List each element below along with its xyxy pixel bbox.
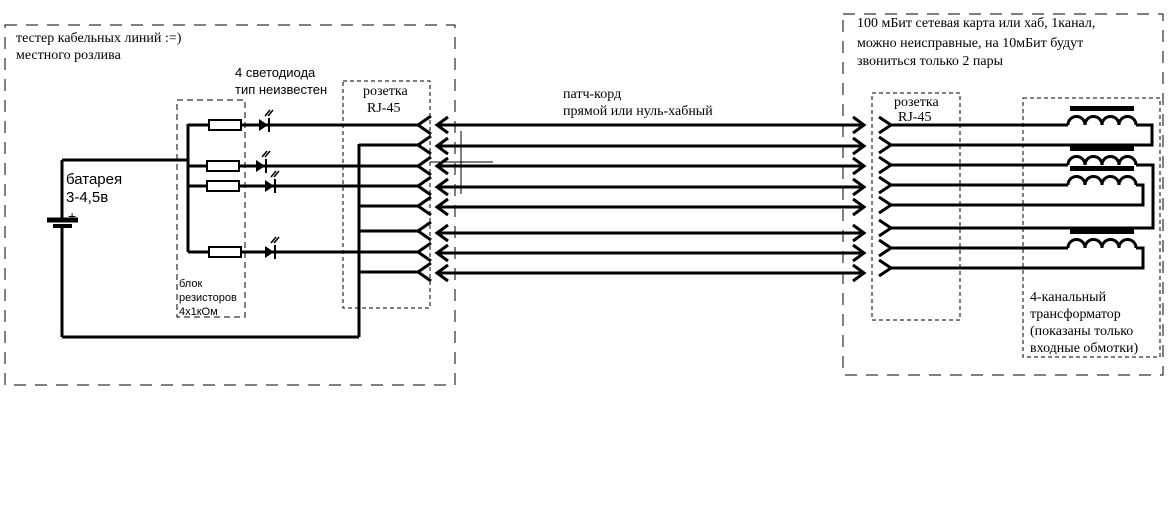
battery-label-1: батарея	[66, 171, 123, 188]
transformer-label-3: (показаны только	[1030, 324, 1134, 339]
transformer-core	[1070, 229, 1134, 234]
arrowhead-left-icon	[434, 136, 449, 156]
battery-label-2: 3-4,5в	[66, 189, 109, 206]
transformer-box	[1022, 97, 1161, 358]
battery-plus: +	[68, 208, 77, 224]
leds-label-1: 4 светодиода	[235, 65, 316, 80]
led-light-ray	[261, 150, 268, 158]
arrowhead-left-icon	[434, 263, 449, 283]
led-light-ray	[273, 236, 280, 244]
resistor	[208, 246, 242, 258]
device-enclosure	[842, 13, 1164, 376]
resistors-label-2: резисторов	[179, 292, 237, 304]
socket-contact-chevron	[415, 195, 432, 217]
arrowhead-left-icon	[434, 115, 449, 135]
transformer-label-2: трансформатор	[1030, 307, 1121, 322]
socket-contact-chevron	[878, 258, 894, 278]
socket-contact-chevron	[878, 195, 894, 215]
transformer-core	[1070, 106, 1134, 111]
socket-contact-chevron	[415, 134, 432, 156]
patch-cord-label-1: патч-корд	[563, 87, 622, 102]
resistor-block	[176, 99, 246, 318]
resistor	[206, 160, 240, 172]
coil-1	[1066, 115, 1138, 126]
winding-return	[1068, 246, 1145, 270]
winding-return	[1068, 163, 1155, 230]
arrowhead-left-icon	[434, 243, 449, 263]
transformer-core	[1070, 166, 1134, 171]
led-light-ray	[264, 109, 271, 117]
socket-contact-chevron	[415, 175, 432, 197]
arrowhead-right-icon	[852, 243, 867, 263]
tester-title-2: местного розлива	[16, 48, 121, 63]
tester-socket-label-1: розетка	[363, 84, 408, 99]
socket-contact-chevron	[878, 115, 894, 135]
coil-4	[1066, 238, 1138, 249]
device-socket-label-2: RJ-45	[898, 110, 932, 125]
device-title-3: звониться только 2 пары	[857, 54, 1004, 69]
tester-title-1: тестер кабельных линий :=)	[16, 31, 182, 46]
device-title-1: 100 мБит сетевая карта или хаб, 1канал,	[857, 16, 1096, 31]
tester-socket-label-2: RJ-45	[367, 101, 401, 116]
arrowhead-right-icon	[852, 263, 867, 283]
arrowhead-right-icon	[852, 177, 867, 197]
arrowhead-right-icon	[852, 197, 867, 217]
socket-contact-chevron	[415, 220, 432, 242]
device-socket-label-1: розетка	[894, 95, 939, 110]
resistors-label-3: 4х1кОм	[179, 306, 218, 318]
socket-contact-chevron	[878, 218, 894, 238]
arrowhead-right-icon	[852, 115, 867, 135]
winding-return	[1068, 183, 1145, 207]
transformer-core	[1070, 146, 1134, 151]
device-title-2: можно неисправные, на 10мБит будут	[857, 36, 1084, 51]
socket-contact-chevron	[878, 135, 894, 155]
resistor	[206, 180, 240, 192]
led-light-ray	[264, 150, 271, 158]
resistor	[208, 119, 242, 131]
patch-cord-label-2: прямой или нуль-хабный	[563, 104, 713, 119]
resistors-label-1: блок	[179, 278, 203, 290]
socket-contact-chevron	[878, 175, 894, 195]
device-socket-box	[871, 92, 961, 321]
leds-label-2: тип неизвестен	[235, 82, 328, 97]
led-icon	[256, 160, 265, 172]
socket-contact-chevron	[415, 114, 432, 136]
arrowhead-left-icon	[434, 197, 449, 217]
led-light-ray	[267, 109, 274, 117]
socket-contact-chevron	[878, 238, 894, 258]
arrowhead-right-icon	[852, 136, 867, 156]
led-light-ray	[273, 170, 280, 178]
led-light-ray	[270, 236, 277, 244]
led-icon	[259, 119, 268, 131]
arrowhead-left-icon	[434, 177, 449, 197]
winding-return	[1068, 123, 1154, 147]
socket-contact-chevron	[878, 155, 894, 175]
led-light-ray	[270, 170, 277, 178]
tester-socket-box	[342, 80, 431, 309]
socket-contact-chevron	[415, 261, 432, 283]
socket-contact-chevron	[415, 155, 432, 177]
transformer-label-4: входные обмотки)	[1030, 341, 1139, 356]
led-icon	[265, 246, 274, 258]
led-icon	[265, 180, 274, 192]
coil-2	[1066, 155, 1138, 166]
tester-enclosure	[4, 24, 456, 386]
arrowhead-left-icon	[434, 223, 449, 243]
arrowhead-right-icon	[852, 223, 867, 243]
socket-contact-chevron	[415, 241, 432, 263]
arrowhead-right-icon	[852, 156, 867, 176]
coil-3	[1066, 175, 1138, 186]
arrowhead-left-icon	[434, 156, 449, 176]
transformer-label-1: 4-канальный	[1030, 290, 1107, 305]
